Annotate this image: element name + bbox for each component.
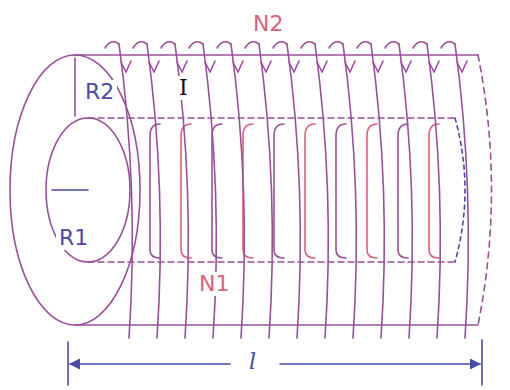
outer-winding-back bbox=[301, 42, 315, 48]
current-arrow bbox=[373, 61, 383, 72]
outer-winding bbox=[231, 44, 244, 338]
outer-winding bbox=[119, 44, 132, 338]
current-arrow bbox=[429, 61, 439, 72]
dimension-tick bbox=[481, 340, 483, 385]
dimension-arrow bbox=[280, 363, 480, 365]
outer-cylinder-far-end bbox=[478, 55, 492, 325]
outer-winding-back bbox=[133, 42, 147, 48]
outer-winding bbox=[399, 44, 412, 338]
outer-winding-back bbox=[329, 42, 343, 48]
outer-winding-back bbox=[245, 42, 259, 48]
outer-cylinder-edge bbox=[75, 324, 478, 326]
outer-winding-back bbox=[189, 42, 203, 48]
winding-count-label: N1 bbox=[196, 272, 232, 296]
outer-winding bbox=[147, 44, 160, 338]
outer-winding-back bbox=[161, 42, 175, 48]
outer-winding bbox=[315, 44, 328, 338]
inner-winding bbox=[367, 124, 377, 258]
current-arrow bbox=[457, 61, 467, 72]
winding-count-label: N2 bbox=[250, 12, 286, 36]
radius-label: R2 bbox=[82, 80, 117, 104]
current-arrow bbox=[401, 61, 411, 72]
outer-winding-back bbox=[105, 42, 119, 48]
outer-winding bbox=[259, 44, 272, 338]
outer-winding bbox=[371, 44, 384, 338]
outer-winding-back bbox=[385, 42, 399, 48]
inner-winding bbox=[305, 124, 315, 258]
outer-cylinder-end bbox=[10, 55, 140, 325]
outer-winding bbox=[287, 44, 300, 338]
outer-winding-back bbox=[357, 42, 371, 48]
current-arrow bbox=[233, 61, 243, 72]
length-label: l bbox=[246, 350, 259, 374]
inner-winding bbox=[274, 124, 284, 258]
outer-winding-back bbox=[441, 42, 455, 48]
radius-r1-line bbox=[52, 189, 88, 191]
current-arrow bbox=[317, 61, 327, 72]
outer-winding-back bbox=[273, 42, 287, 48]
outer-winding-back bbox=[413, 42, 427, 48]
inner-winding bbox=[181, 124, 191, 258]
inner-cylinder-far-end bbox=[455, 118, 465, 262]
current-arrow bbox=[149, 61, 159, 72]
inner-winding bbox=[336, 124, 346, 258]
current-arrow bbox=[261, 61, 271, 72]
dimension-tick bbox=[67, 342, 69, 385]
radius-r2-line bbox=[74, 58, 76, 116]
radius-label: R1 bbox=[56, 226, 91, 250]
current-arrow bbox=[345, 61, 355, 72]
inner-cylinder-end bbox=[46, 118, 130, 262]
current-arrow bbox=[121, 61, 131, 72]
current-arrow bbox=[205, 61, 215, 72]
current-arrow bbox=[177, 61, 187, 72]
inner-winding bbox=[150, 124, 160, 258]
inner-cylinder-edge bbox=[88, 117, 455, 119]
outer-winding bbox=[343, 44, 356, 338]
outer-cylinder-edge bbox=[75, 54, 478, 56]
outer-winding bbox=[455, 44, 468, 338]
outer-winding-back bbox=[217, 42, 231, 48]
current-label: I bbox=[176, 76, 191, 100]
dimension-arrow bbox=[70, 363, 230, 365]
current-arrow bbox=[289, 61, 299, 72]
outer-winding bbox=[427, 44, 440, 338]
inner-winding bbox=[398, 124, 408, 258]
